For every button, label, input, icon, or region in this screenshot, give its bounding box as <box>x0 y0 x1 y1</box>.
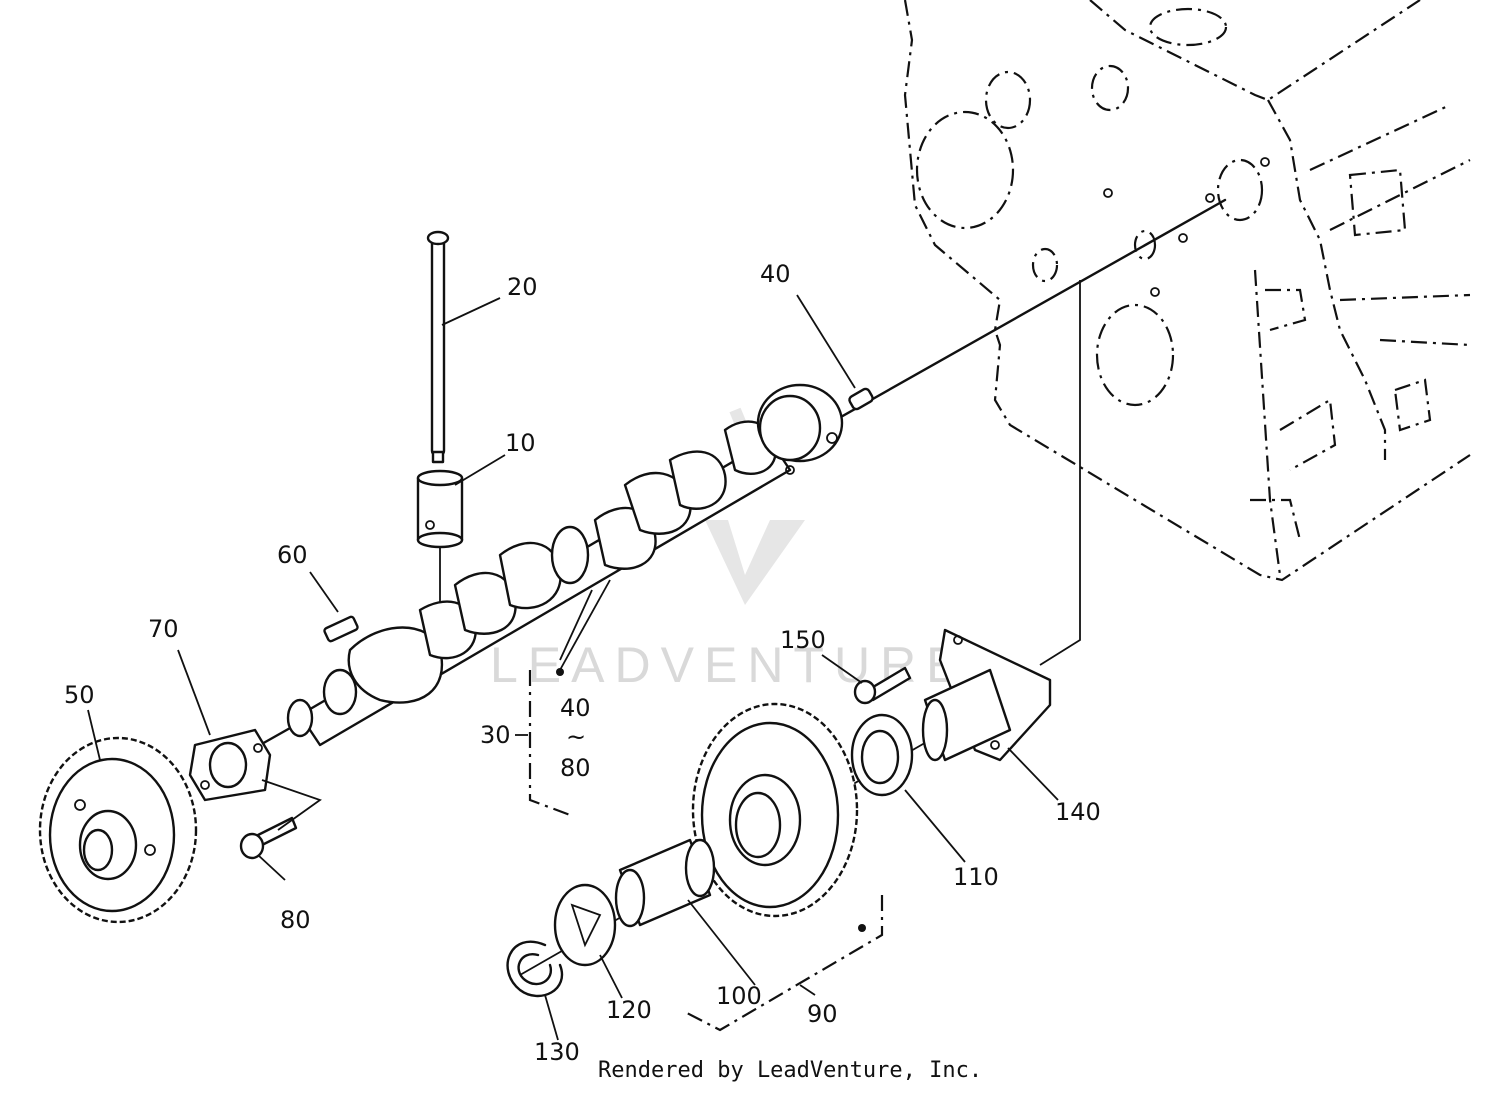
push-rod <box>426 230 450 464</box>
callout-range-to: 80 <box>560 754 591 782</box>
callout-30: 30 <box>480 721 511 749</box>
thrust-plate <box>188 728 272 802</box>
callout-120: 120 <box>606 996 652 1024</box>
render-credit: Rendered by LeadVenture, Inc. <box>598 1058 982 1083</box>
snap-ring <box>506 940 564 998</box>
callout-range-tilde: ~ <box>566 723 586 751</box>
camshaft <box>286 383 844 747</box>
callout-150: 150 <box>780 626 826 654</box>
tappet <box>416 469 464 549</box>
leader-lines <box>87 294 1059 1041</box>
range-brackets <box>515 670 884 1032</box>
idler-gear <box>691 702 859 918</box>
plug <box>848 387 874 411</box>
key <box>323 615 359 643</box>
spacer <box>850 713 914 797</box>
callout-100: 100 <box>716 982 762 1010</box>
cam-gear <box>38 736 198 924</box>
callout-110: 110 <box>953 863 999 891</box>
bushing <box>614 838 716 928</box>
engine-block <box>903 0 1471 582</box>
callout-10: 10 <box>505 429 536 457</box>
callout-50: 50 <box>64 681 95 709</box>
bolt-cover <box>853 666 912 705</box>
cover-leader-line <box>1039 280 1081 666</box>
callout-80: 80 <box>280 906 311 934</box>
callout-range-from: 40 <box>560 694 591 722</box>
callout-140: 140 <box>1055 798 1101 826</box>
callout-60: 60 <box>277 541 308 569</box>
callout-labels: 20 10 60 70 50 80 40 30 40 ~ 80 150 140 … <box>64 260 1101 1066</box>
callout-20: 20 <box>507 273 538 301</box>
callout-130: 130 <box>534 1038 580 1066</box>
callout-90: 90 <box>807 1000 838 1028</box>
shaft-cover <box>921 628 1052 762</box>
callout-40-plug: 40 <box>760 260 791 288</box>
callout-70: 70 <box>148 615 179 643</box>
thrust-washer <box>553 883 617 967</box>
